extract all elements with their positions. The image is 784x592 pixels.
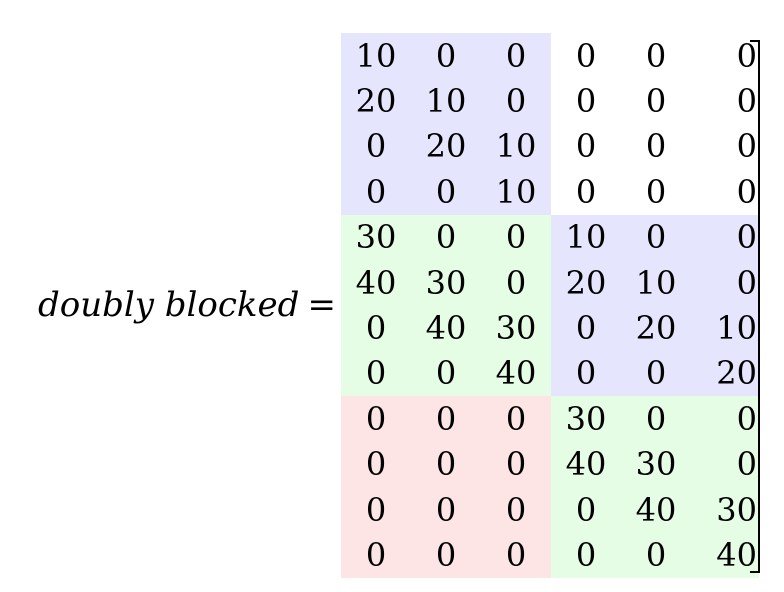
matrix-cell: 0 — [365, 399, 387, 438]
matrix-cell: 0 — [505, 535, 527, 574]
matrix-cell: 0 — [435, 490, 457, 529]
matrix-block-2-1 — [551, 396, 759, 578]
matrix-cell: 0 — [575, 354, 597, 393]
matrix-cell: 40 — [355, 263, 397, 302]
matrix-cell: 10 — [425, 82, 467, 121]
matrix-cell: 0 — [575, 535, 597, 574]
matrix-cell: 30 — [425, 263, 467, 302]
matrix-cell: 0 — [365, 127, 387, 166]
matrix-cells: 10 0 0 0 0 0 20 10 0 0 0 0 0 20 10 0 0 0 0 0 10 0 0 0 30 0 0 10 0 0 40… — [341, 33, 759, 578]
matrix-cell: 0 — [575, 490, 597, 529]
matrix-cell: 0 — [575, 172, 597, 211]
matrix-cell: 0 — [736, 127, 757, 166]
doubly-blocked-matrix: 10 0 0 0 0 0 20 10 0 0 0 0 0 20 10 0 0 0 0 0 10 0 0 0 30 0 0 10 0 0 40… — [341, 33, 759, 578]
matrix-cell: 0 — [505, 490, 527, 529]
matrix-cell: 30 — [495, 309, 537, 348]
matrix-cell: 40 — [716, 535, 757, 574]
matrix-cell: 10 — [495, 172, 537, 211]
matrix-cell: 30 — [635, 445, 677, 484]
matrix-cell: 0 — [435, 445, 457, 484]
matrix-cell: 30 — [565, 399, 607, 438]
matrix-cell: 20 — [425, 127, 467, 166]
right-bracket — [750, 40, 760, 573]
matrix-cell: 0 — [435, 218, 457, 257]
matrix-cell: 20 — [355, 82, 397, 121]
matrix-cell: 0 — [736, 172, 757, 211]
matrix-cell: 0 — [736, 36, 757, 75]
matrix-cell: 0 — [645, 354, 667, 393]
matrix-cell: 0 — [435, 399, 457, 438]
matrix-cell: 0 — [645, 399, 667, 438]
matrix-cell: 20 — [716, 354, 757, 393]
matrix-cell: 0 — [505, 263, 527, 302]
matrix-cell: 30 — [716, 490, 757, 529]
matrix-cell: 0 — [645, 36, 667, 75]
matrix-cell: 40 — [425, 309, 467, 348]
matrix-cell: 0 — [575, 36, 597, 75]
equation-lhs: doubly blocked = — [38, 280, 336, 330]
matrix-cell: 0 — [645, 127, 667, 166]
matrix-cell: 0 — [365, 490, 387, 529]
matrix-cell: 0 — [505, 445, 527, 484]
matrix-cell: 0 — [365, 309, 387, 348]
matrix-cell: 0 — [505, 36, 527, 75]
matrix-cell: 40 — [565, 445, 607, 484]
matrix-cell: 0 — [736, 263, 757, 302]
matrix-block-0-0 — [341, 33, 551, 215]
matrix-cell: 0 — [435, 535, 457, 574]
matrix-cell: 0 — [365, 535, 387, 574]
matrix-cell: 0 — [645, 82, 667, 121]
equals-sign: = — [307, 285, 336, 325]
matrix-cell: 0 — [575, 82, 597, 121]
matrix-cell: 0 — [736, 399, 757, 438]
matrix-block-2-0 — [341, 396, 551, 578]
equation-label: doubly blocked — [38, 285, 300, 325]
matrix-cell: 0 — [645, 535, 667, 574]
matrix-cell: 20 — [565, 263, 607, 302]
matrix-cell: 0 — [645, 218, 667, 257]
matrix-block-1-1 — [551, 214, 759, 397]
matrix-cell: 40 — [635, 490, 677, 529]
matrix-cell: 0 — [736, 445, 757, 484]
matrix-cell: 0 — [435, 36, 457, 75]
matrix-cell: 20 — [635, 309, 677, 348]
matrix-cell: 0 — [575, 309, 597, 348]
matrix-cell: 30 — [355, 218, 397, 257]
matrix-cell: 0 — [365, 445, 387, 484]
matrix-cell: 0 — [575, 127, 597, 166]
matrix-cell: 10 — [716, 309, 757, 348]
matrix-cell: 40 — [495, 354, 537, 393]
matrix-cell: 0 — [505, 82, 527, 121]
matrix-cell: 0 — [435, 354, 457, 393]
matrix-cell: 0 — [736, 218, 757, 257]
matrix-cell: 0 — [435, 172, 457, 211]
matrix-cell: 0 — [645, 172, 667, 211]
matrix-cell: 0 — [365, 172, 387, 211]
matrix-block-1-0 — [341, 214, 551, 397]
matrix-cell: 10 — [495, 127, 537, 166]
matrix-cell: 10 — [635, 263, 677, 302]
matrix-cell: 0 — [736, 82, 757, 121]
matrix-cell: 0 — [505, 218, 527, 257]
matrix-cell: 0 — [505, 399, 527, 438]
matrix-cell: 0 — [365, 354, 387, 393]
matrix-cell: 10 — [565, 218, 607, 257]
matrix-cell: 10 — [355, 36, 397, 75]
